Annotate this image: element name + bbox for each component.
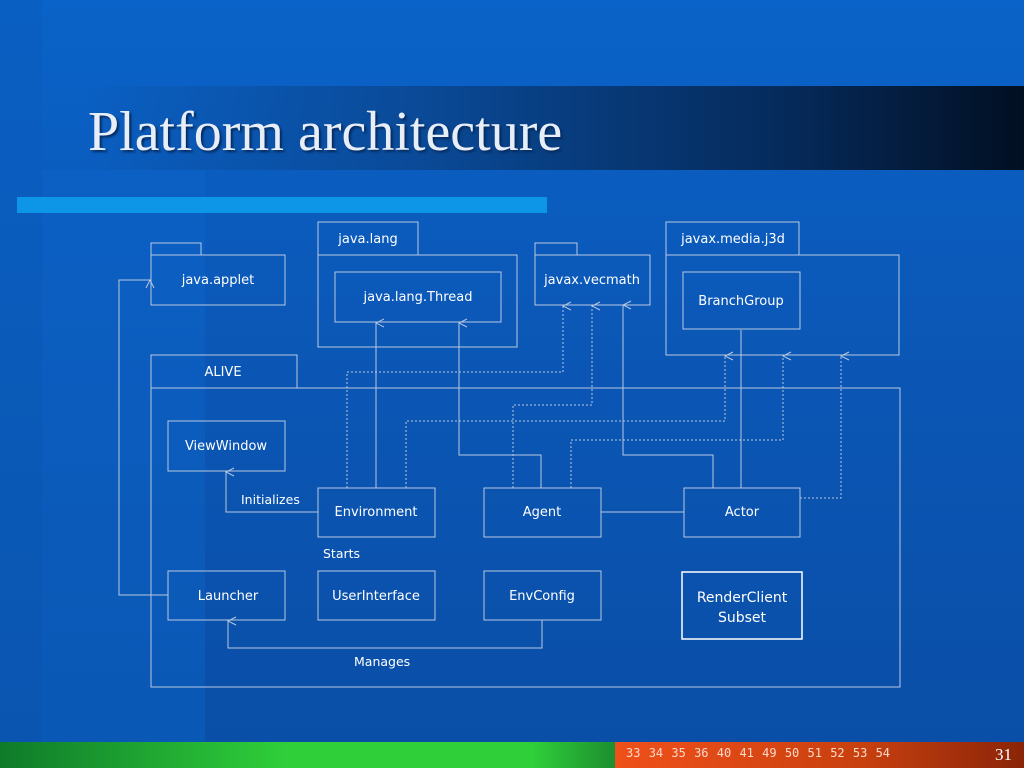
java-applet-label: java.applet [181,273,255,288]
footer-link[interactable]: 50 [784,746,800,760]
title-gradient-bar [86,86,1024,170]
branch-group-label: BranchGroup [698,294,783,309]
agent-thread-relation [459,323,542,488]
page-number: 31 [995,745,1012,764]
java-lang-thread-class [334,271,502,323]
footer-link[interactable]: 40 [716,746,732,760]
render-client-label-line2: Subset [718,610,767,626]
footer-link[interactable]: 41 [739,746,754,760]
footer-link[interactable]: 35 [671,746,686,760]
alive-label: ALIVE [204,365,241,380]
environment-label: Environment [334,505,417,520]
footer-link[interactable]: 54 [875,746,891,760]
java-lang-package [317,254,518,348]
view-window-label: ViewWindow [185,439,267,454]
javax-vecmath-package-tab [534,242,578,256]
java-applet-package-tab [150,242,202,256]
agent-label: Agent [523,505,561,520]
footer-link[interactable]: 49 [762,746,777,760]
actor-j3d-dependency [800,356,841,499]
render-client-label-line1: RenderClient [697,590,788,606]
footer-link[interactable]: 51 [807,746,822,760]
javax-media-j3d-label: javax.media.j3d [680,232,785,247]
footer-link[interactable]: 34 [648,746,664,760]
env-config-label: EnvConfig [509,589,575,604]
manages-relation [228,620,543,649]
manages-label: Manages [354,654,410,669]
starts-label: Starts [323,546,360,561]
launcher-label: Launcher [198,589,259,604]
architecture-diagram: java.applet java.lang java.lang.Thread j… [118,221,901,688]
alive-package [150,387,901,688]
java-lang-thread-label: java.lang.Thread [362,290,472,305]
footer-link[interactable]: 33 [626,746,641,760]
footer-slide-links: 33 34 35 36 40 41 49 50 51 52 53 54 [626,746,890,760]
render-client-subset-box [681,571,803,640]
initializes-label: Initializes [241,492,300,507]
user-interface-class [317,570,436,621]
launcher-applet-relation [118,280,168,596]
actor-thread-relation [623,305,714,488]
left-background-band [0,0,42,742]
agent-j3d-dependency [570,356,783,488]
slide-title: Platform architecture [88,101,563,163]
javax-vecmath-label: javax.vecmath [543,273,640,288]
initializes-relation [226,472,318,513]
environment-j3d-dependency [405,356,725,488]
footer-nav-bar [615,742,1024,768]
middle-background-band [42,170,205,742]
footer-link[interactable]: 52 [830,746,845,760]
java-lang-label: java.lang [337,232,397,247]
branch-group-class [682,271,801,330]
title-accent-line [17,197,547,213]
environment-vecmath-dependency [346,306,563,488]
footer-link[interactable]: 36 [694,746,709,760]
agent-vecmath-dependency [512,306,592,488]
footer-link[interactable]: 53 [852,746,868,760]
actor-label: Actor [725,505,760,520]
user-interface-label: UserInterface [332,589,420,604]
